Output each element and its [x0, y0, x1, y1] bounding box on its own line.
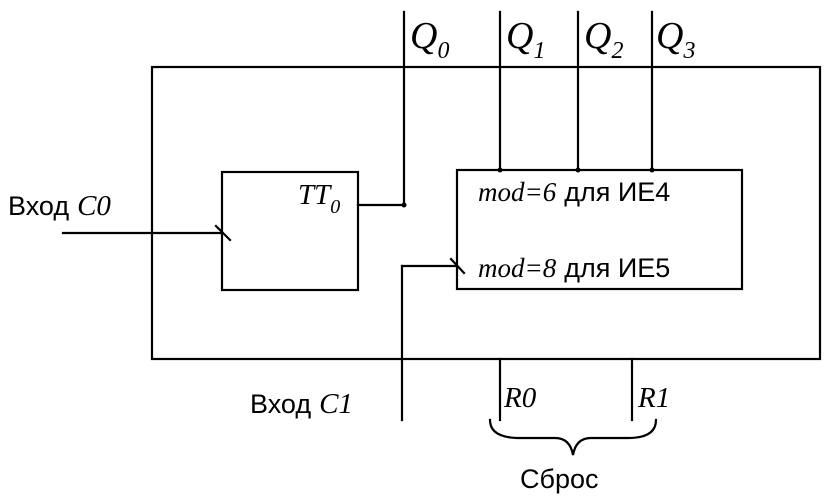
chip-body — [150, 65, 822, 361]
q0-wire — [356, 10, 407, 208]
reset-brace — [488, 418, 658, 456]
input-c0-wire — [61, 224, 232, 242]
trigger-label: TT0 — [298, 179, 340, 218]
reset-r1-label: R1 — [637, 382, 670, 414]
input-c1-wire — [400, 257, 466, 422]
q2-wire — [575, 10, 581, 173]
q1-label: Q1 — [506, 15, 545, 64]
q0-label: Q0 — [410, 15, 449, 64]
reset-label: Сброс — [520, 464, 599, 494]
trigger-box — [220, 170, 360, 292]
q2-label: Q2 — [584, 15, 623, 64]
q3-wire — [649, 10, 655, 173]
reset-r0-label: R0 — [503, 382, 537, 414]
q3-label: Q3 — [656, 15, 695, 64]
counter-box — [455, 168, 744, 291]
q1-wire — [497, 10, 503, 173]
